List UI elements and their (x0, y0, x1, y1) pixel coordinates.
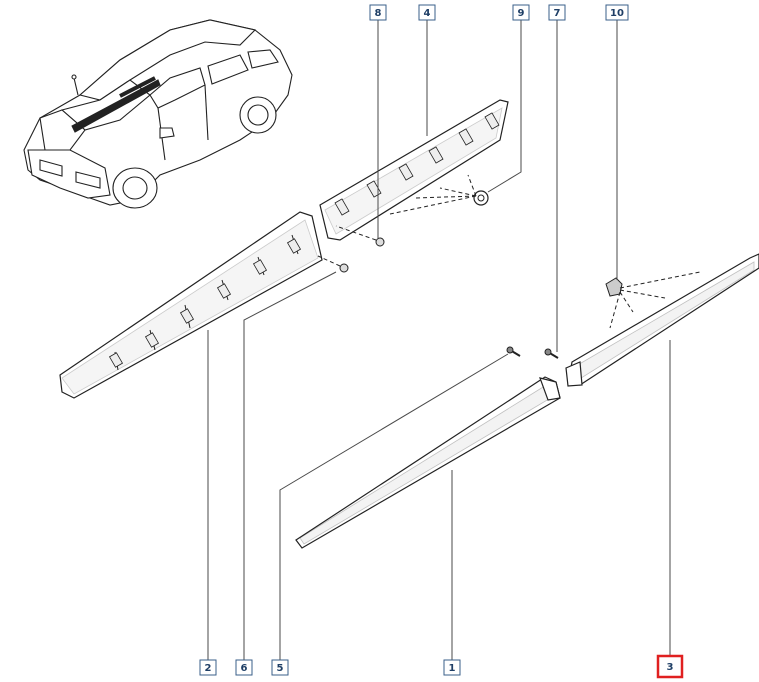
callout-label-3: 3 (667, 662, 674, 673)
callout-label-4: 4 (424, 8, 431, 19)
callout-box-2 (199, 659, 217, 676)
fastener-6-icon (339, 263, 349, 273)
callout-3: 3 (656, 654, 684, 679)
callout-9: 9 (512, 4, 530, 21)
screw-icon (506, 346, 521, 357)
callout-box-3 (656, 654, 684, 679)
callout-5: 5 (271, 659, 289, 676)
callout-box-6 (235, 659, 253, 676)
callout-box-8 (369, 4, 387, 21)
callout-6: 6 (235, 659, 253, 676)
callout-box-4 (418, 4, 436, 21)
screw-7-icon (544, 348, 559, 359)
callout-boxes: 1 2 3 4 5 6 7 8 9 10 (199, 4, 684, 679)
callout-label-1: 1 (449, 663, 456, 674)
part-2-rear-door-molding (59, 211, 323, 399)
part-1-front-sill-molding (295, 376, 561, 549)
callout-label-6: 6 (241, 663, 248, 674)
callout-box-1 (443, 659, 461, 676)
part-4-front-door-molding (319, 99, 509, 241)
callout-box-10 (605, 4, 629, 21)
callout-box-5 (271, 659, 289, 676)
callout-4: 4 (418, 4, 436, 21)
fastener-clip-icon (605, 277, 623, 297)
sedan-car-icon (23, 19, 293, 209)
callout-box-9 (512, 4, 530, 21)
callout-label-10: 10 (610, 8, 624, 19)
callout-box-7 (548, 4, 566, 21)
callout-label-9: 9 (518, 8, 525, 19)
leader-lines (207, 20, 671, 660)
callout-label-2: 2 (205, 663, 212, 674)
callout-label-8: 8 (375, 8, 382, 19)
fastener-8-icon (375, 237, 385, 247)
callout-label-7: 7 (554, 8, 561, 19)
callout-10: 10 (605, 4, 629, 21)
part-3-rear-sill-molding (565, 253, 759, 387)
callout-7: 7 (548, 4, 566, 21)
callout-1: 1 (443, 659, 461, 676)
callout-label-5: 5 (277, 663, 284, 674)
callout-8: 8 (369, 4, 387, 21)
callout-2: 2 (199, 659, 217, 676)
nut-icon (473, 190, 489, 206)
